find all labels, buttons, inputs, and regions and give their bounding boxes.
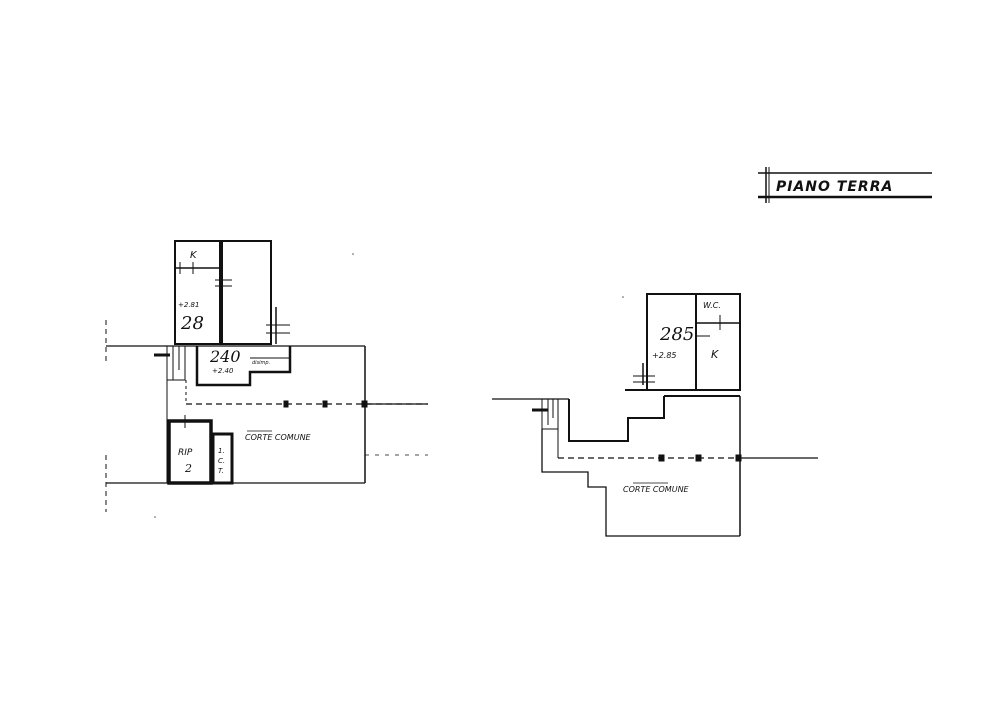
wc-label: W.C.: [703, 301, 721, 310]
left-unit: [105, 240, 428, 512]
right-elevation-main: +2.85: [652, 351, 677, 360]
left-area-main: 28: [180, 313, 204, 334]
right-area-main: 285: [659, 324, 694, 345]
ct-room-label-1: 1.: [218, 447, 225, 455]
right-courtyard-label: CORTE COMUNE: [623, 485, 690, 494]
ct-room-label-3: T.: [218, 467, 224, 475]
right-unit: [492, 293, 818, 537]
right-kitchen-label: K: [711, 348, 719, 361]
left-area-entry: 240: [209, 347, 241, 366]
storage-room-number: 2: [184, 462, 192, 475]
left-courtyard-label: CORTE COMUNE: [245, 433, 312, 442]
storage-room-label: RIP: [178, 448, 193, 458]
title-block: PIANO TERRA: [758, 167, 932, 203]
ct-room-label-2: C.: [218, 457, 225, 465]
plan-title: PIANO TERRA: [776, 179, 893, 195]
left-elevation-entry: +2.40: [212, 367, 234, 375]
left-side-room-label: disimp.: [252, 360, 270, 366]
left-kitchen-label: K: [190, 250, 198, 261]
left-elevation-main: +2.81: [178, 301, 199, 309]
